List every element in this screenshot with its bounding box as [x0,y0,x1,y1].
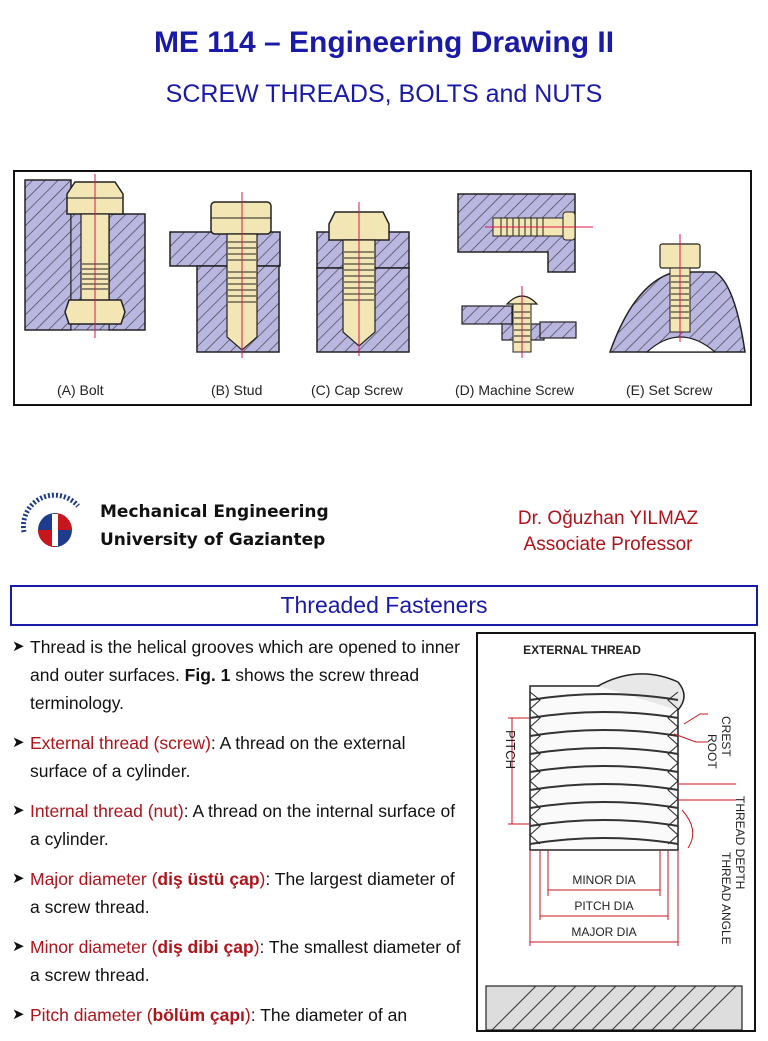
arrow-bullet-icon: ➤ [12,734,25,751]
bullet-major-diameter: ➤ Major diameter (diş üstü çap): The lar… [12,865,462,921]
definition: The diameter of an [255,1005,408,1025]
term: Minor diameter ( [30,937,158,957]
bullet-list: ➤ Thread is the helical grooves which ar… [12,633,462,1041]
separator: : [250,1005,256,1025]
pitch-label: PITCH [503,730,518,769]
term: ) [259,869,266,889]
definition: A thread on the internal surface of a cy… [30,801,456,849]
root-label: ROOT [705,734,719,769]
bolt-drawing [24,174,146,338]
bullet-pitch-diameter: ➤ Pitch diameter (bölüm çapı): The diame… [12,1001,462,1029]
arrow-bullet-icon: ➤ [12,938,25,955]
bullet-thread-definition: ➤ Thread is the helical grooves which ar… [12,633,462,717]
term-turkish: bölüm çapı [152,1005,245,1025]
arrow-bullet-icon: ➤ [12,870,25,887]
separator: : [210,733,216,753]
bullet-internal-thread: ➤ Internal thread (nut): A thread on the… [12,797,462,853]
bullet-text: Thread is the helical grooves which are … [30,637,460,685]
university-logo-icon [20,492,90,564]
definition: The largest diameter of a screw thread. [30,869,455,917]
department-name: Mechanical Engineering [100,502,329,522]
figure-reference: Fig. 1 [184,665,231,685]
bullet-external-thread: ➤ External thread (screw): A thread on t… [12,729,462,785]
page-title: ME 114 – Engineering Drawing II [153,26,615,59]
university-logo [18,492,92,566]
page-subtitle: SCREW THREADS, BOLTS and NUTS [165,80,603,108]
term: Major diameter ( [30,869,158,889]
crest-root-leaders [673,713,736,849]
term-turkish: diş üstü çap [157,869,260,889]
arrow-bullet-icon: ➤ [12,802,25,819]
arrow-bullet-icon: ➤ [12,638,25,655]
definition: The smallest diameter of a screw thread. [30,937,461,985]
author-name: Dr. Oğuzhan YILMAZ [517,508,699,529]
term: Internal thread (nut) [30,801,184,821]
term: ) [244,1005,251,1025]
pitch-dia-label: PITCH DIA [574,899,633,913]
university-name: University of Gaziantep [100,530,326,550]
arrow-bullet-icon: ➤ [12,1006,25,1023]
caption-stud: (B) Stud [211,382,263,398]
bullet-minor-diameter: ➤ Minor diameter (diş dibi çap): The sma… [12,933,462,989]
term: ) [253,937,260,957]
separator: : [265,869,271,889]
crest-label: CREST [719,716,733,757]
thread-angle-label: THREAD ANGLE [719,852,733,945]
term-turkish: diş dibi çap [157,937,254,957]
minor-dia-label: MINOR DIA [572,873,635,887]
separator: : [259,937,265,957]
thread-figure-title: EXTERNAL THREAD [523,643,641,657]
section-title: Threaded Fasteners [10,585,758,626]
external-thread-figure: EXTERNAL THREAD PITCH [476,632,756,1032]
major-dia-label: MAJOR DIA [571,925,636,939]
diameter-dimensions [529,850,679,946]
author-title: Associate Professor [523,534,693,555]
caption-bolt: (A) Bolt [57,382,104,398]
thread-body [529,673,685,851]
thread-terminology-diagram: EXTERNAL THREAD PITCH [485,643,747,1031]
thread-depth-label: THREAD DEPTH [733,796,747,889]
caption-set-screw: (E) Set Screw [626,382,713,398]
thread-flanks [529,691,679,845]
caption-cap-screw: (C) Cap Screw [311,382,403,398]
term: Pitch diameter ( [30,1005,153,1025]
internal-thread-partial [485,985,743,1031]
term: External thread (screw) [30,733,211,753]
thread-crests [529,693,679,845]
fastener-drawings [24,174,746,358]
machine-screw-drawing [457,193,593,358]
fastener-figure-panel: (A) Bolt (B) Stud (C) Cap Screw (D) Mach… [13,170,752,406]
stud-drawing [169,192,281,358]
cap-screw-drawing [316,202,410,356]
caption-machine-screw: (D) Machine Screw [455,382,575,398]
set-screw-drawing [608,234,746,353]
definition: A thread on the external surface of a cy… [30,733,406,781]
bullet-text: shows the screw thread terminology. [30,665,420,713]
separator: : [183,801,189,821]
pitch-dimension [508,717,530,825]
